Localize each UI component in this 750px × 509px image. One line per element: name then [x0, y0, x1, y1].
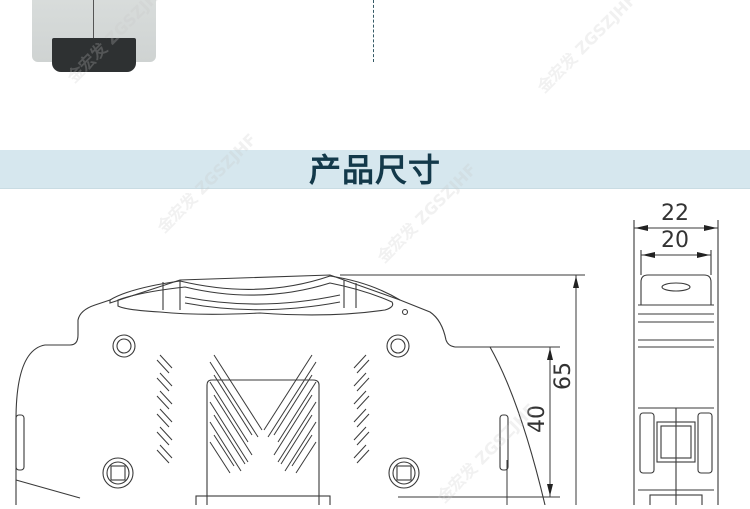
- product-photo-strip: [0, 0, 750, 120]
- dim-label-body-height: 40: [525, 405, 550, 433]
- handle-outer: [109, 275, 401, 301]
- dim-label-body-width: 20: [661, 228, 689, 253]
- vent-slots-right: [353, 354, 370, 464]
- dashed-divider: [373, 0, 374, 62]
- section-banner: 产品尺寸: [0, 150, 750, 189]
- dimension-lines-front: [340, 274, 585, 505]
- vent-slots-left: [156, 354, 173, 464]
- vent-chevrons: [209, 354, 317, 474]
- center-block: [206, 379, 320, 505]
- section-title: 产品尺寸: [308, 151, 441, 189]
- dim-label-overall-width: 22: [661, 201, 689, 226]
- device-photo-foot: [52, 38, 136, 72]
- device-photo-seam: [93, 0, 94, 38]
- handle-line-2: [184, 301, 341, 311]
- dimension-drawing: 22 20 65 40: [0, 190, 750, 509]
- drawing-svg: [15, 220, 719, 509]
- side-view-outline: [633, 220, 719, 508]
- arrowheads: [547, 225, 717, 496]
- handle-line-1: [184, 294, 341, 305]
- handle-inner-1: [117, 282, 394, 316]
- front-view-outline: [15, 274, 546, 506]
- dim-label-overall-height: 65: [551, 362, 576, 390]
